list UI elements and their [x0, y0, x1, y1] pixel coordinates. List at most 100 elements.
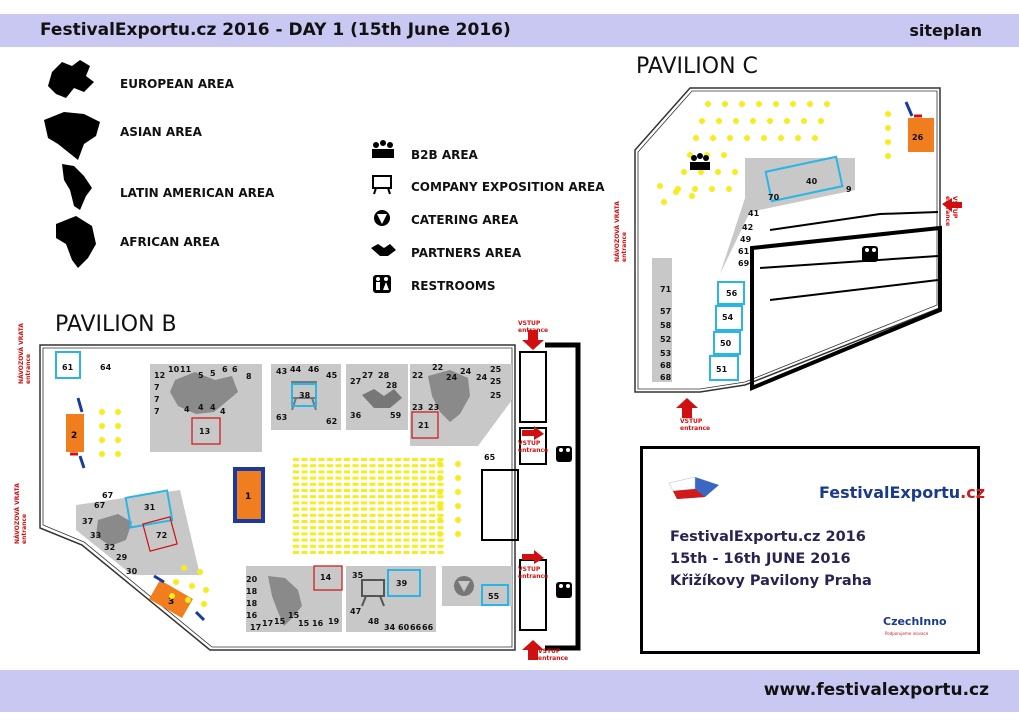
seat [420, 470, 427, 474]
svg-text:17: 17 [250, 623, 261, 632]
seat [412, 532, 418, 536]
seat [318, 470, 325, 474]
europe-zone-icon [170, 372, 238, 414]
seat [369, 544, 376, 548]
seat [429, 470, 435, 474]
seat [327, 458, 333, 461]
europe-icon [48, 60, 94, 98]
seat [403, 538, 410, 542]
seat [318, 464, 325, 468]
seat [412, 551, 418, 554]
seat [395, 532, 401, 536]
catering-seat [722, 101, 728, 107]
seat [403, 489, 410, 492]
svg-text:24: 24 [476, 373, 488, 382]
svg-text:68: 68 [660, 373, 672, 382]
catering-seat [812, 135, 818, 141]
svg-text:16: 16 [246, 611, 258, 620]
restroom-icon-b1 [556, 446, 572, 462]
exposition-zone-icon-2 [361, 579, 385, 607]
catering-seat [169, 593, 175, 599]
catering-seat [455, 517, 461, 523]
svg-text:15: 15 [274, 617, 286, 626]
seat [344, 538, 350, 542]
restroom-icon-b2 [556, 582, 572, 598]
seat [437, 544, 444, 548]
seat [344, 507, 350, 511]
svg-text:72: 72 [156, 531, 167, 540]
seat [386, 532, 393, 536]
seat [293, 551, 299, 554]
seat [378, 464, 384, 468]
seat [386, 458, 393, 461]
seat [335, 489, 342, 492]
seat [369, 538, 376, 542]
seat [318, 501, 325, 505]
svg-text:21: 21 [418, 421, 430, 430]
seat [412, 495, 418, 499]
latin-zone-icon [268, 576, 302, 626]
seat [369, 501, 376, 505]
catering-seat [767, 118, 773, 124]
handshake-icon [371, 244, 396, 256]
seat [386, 538, 393, 542]
seat [378, 544, 384, 548]
seat [403, 501, 410, 505]
svg-text:7: 7 [154, 383, 160, 392]
zone-c-left [652, 258, 672, 382]
seat [395, 520, 401, 523]
seat [344, 476, 350, 480]
seat [293, 538, 299, 542]
svg-text:57: 57 [660, 307, 671, 316]
pavilion-c-title: PAVILION C [636, 54, 758, 79]
seat [318, 476, 325, 480]
seat [344, 526, 350, 530]
svg-text:15: 15 [298, 619, 310, 628]
seat [310, 513, 316, 517]
seat [429, 495, 435, 499]
seat [395, 458, 401, 461]
seat [386, 544, 393, 548]
svg-text:25: 25 [490, 391, 502, 400]
svg-text:34: 34 [384, 623, 396, 632]
catering-seat [437, 531, 443, 537]
svg-text:41: 41 [748, 209, 760, 218]
svg-text:4: 4 [184, 405, 190, 414]
seat [335, 495, 342, 499]
seat [327, 532, 333, 536]
svg-text:5: 5 [198, 371, 204, 380]
catering-seat [181, 565, 187, 571]
flag-hand-logo [668, 476, 719, 499]
exposition-zone-c [720, 158, 855, 274]
restroom-icon [373, 275, 391, 293]
seat [361, 507, 367, 511]
stand-39 [387, 569, 421, 597]
seat [293, 526, 299, 530]
seat [378, 489, 384, 492]
seat [386, 526, 393, 530]
seat [403, 482, 410, 486]
seat [437, 551, 444, 554]
czechinno-tagline: Podporujeme inovace [885, 631, 929, 636]
catering-seat [189, 583, 195, 589]
footer-url: www.festivalexportu.cz [763, 680, 989, 700]
svg-text:66: 66 [410, 623, 422, 632]
seat [301, 470, 308, 474]
seat [361, 526, 367, 530]
seat [369, 482, 376, 486]
catering-seat [699, 118, 705, 124]
svg-text:50: 50 [720, 339, 732, 348]
seat [293, 470, 299, 474]
seat [437, 538, 444, 542]
seat [310, 464, 316, 468]
seat [429, 507, 435, 511]
seat [361, 489, 367, 492]
seat [369, 551, 376, 554]
catering-seat [115, 437, 121, 443]
page-title: FestivalExportu.cz 2016 - DAY 1 (15th Ju… [40, 20, 511, 40]
catering-seat [657, 183, 663, 189]
seat [361, 513, 367, 517]
seat [293, 458, 299, 461]
